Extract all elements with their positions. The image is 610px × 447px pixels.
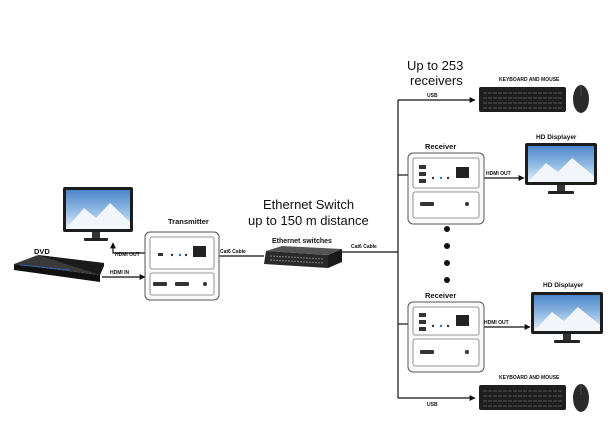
dvd-player [14,255,104,282]
transmitter-device [144,231,220,301]
keyboard-top [479,87,566,112]
hdmi-out-bottom-label: HDMI OUT [484,320,509,326]
continuation-dot [444,277,450,283]
mouse-bottom [573,384,589,412]
usb-top-label: USB [427,93,438,99]
continuation-dot [444,226,450,232]
receivers-count-line1: Up to 253 [407,58,463,73]
kbm-bottom-label: KEYBOARD AND MOUSE [499,375,560,381]
hdmi-out-tx-line [110,242,145,254]
monitor-bottom-right [531,292,603,343]
continuation-dot [444,243,450,249]
cat6-left-label: Cat6 Cable [220,249,246,255]
monitor-left [63,187,133,241]
receiver-top-device [407,152,485,225]
cat6-right-label: Cat6 Cable [351,244,377,250]
kbm-top-label: KEYBOARD AND MOUSE [499,77,560,83]
hdmi-out-tx-label: HDMI OUT [115,252,140,258]
hd-displayer-bottom-label: HD Displayer [543,282,584,289]
hd-displayer-top-label: HD Displayer [536,134,577,141]
receivers-count-line2: receivers [410,73,463,88]
distance-title: up to 150 m distance [248,213,369,228]
hdmi-in-label: HDMI IN [110,270,130,276]
hdmi-out-top-label: HDMI OUT [486,171,511,177]
dvd-label: DVD [34,247,50,256]
receiver-bottom-label: Receiver [425,291,456,300]
transmitter-label: Transmitter [168,217,209,226]
usb-bottom-label: USB [427,402,438,408]
receiver-bottom-device [407,301,485,373]
keyboard-bottom [479,385,566,410]
receiver-top-label: Receiver [425,142,456,151]
continuation-dot [444,260,450,266]
ethernet-switch-device [264,246,342,268]
monitor-top-right [525,143,597,194]
switch-label: Ethernet switches [272,238,332,245]
mouse-top [573,85,589,113]
ethernet-switch-title: Ethernet Switch [263,197,354,212]
